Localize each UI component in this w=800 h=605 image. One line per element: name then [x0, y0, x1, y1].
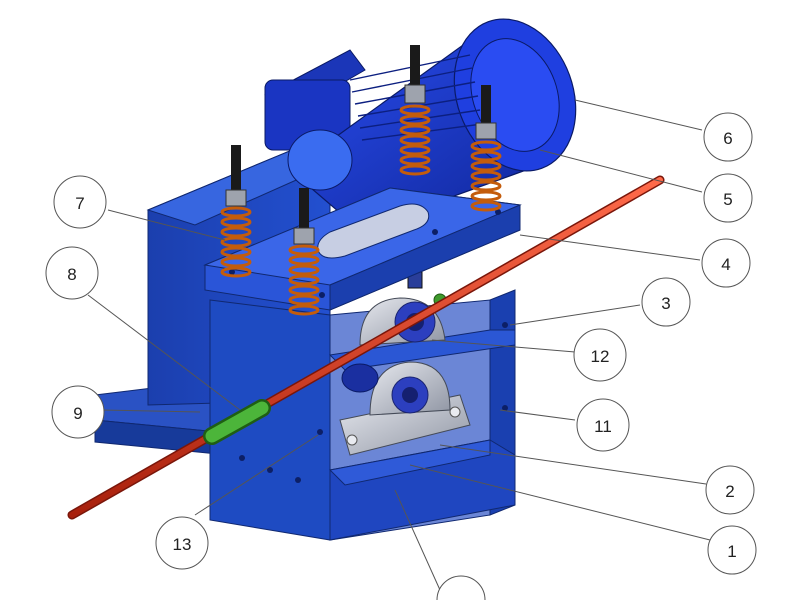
callout-9: 9: [51, 385, 105, 439]
leader-lines: [87, 99, 711, 591]
roller: [341, 363, 379, 393]
callout-label: 9: [73, 404, 82, 423]
callout-label: 11: [594, 417, 612, 436]
callout-8: 8: [45, 246, 99, 300]
callout-12: 12: [573, 328, 627, 382]
callout-label: 3: [661, 294, 670, 313]
green-sleeve: [203, 399, 271, 445]
callout-7: 7: [53, 175, 107, 229]
callout-13: 13: [155, 516, 209, 570]
callout-label: 8: [67, 265, 76, 284]
callout-4: 4: [701, 238, 751, 288]
spring-icon: [220, 45, 502, 316]
callout-label: 1: [727, 542, 736, 561]
callout-3: 3: [641, 277, 691, 327]
red-rod: [67, 175, 665, 520]
callout-label: 7: [75, 194, 84, 213]
callout-5: 5: [703, 173, 753, 223]
callout-label: 13: [173, 535, 192, 554]
callout-label: 2: [725, 482, 734, 501]
callout-label: 5: [723, 190, 732, 209]
top-plate: [203, 187, 522, 311]
callout-11: 11: [576, 398, 630, 452]
callout-partial: [436, 575, 486, 601]
callout-2: 2: [705, 465, 755, 515]
callout-label: 12: [591, 347, 610, 366]
callout-label: 4: [721, 255, 730, 274]
pillow-block-bearing-icon: [339, 361, 471, 456]
callout-label: 6: [723, 129, 732, 148]
callout-1: 1: [707, 525, 757, 575]
callout-6: 6: [703, 112, 753, 162]
